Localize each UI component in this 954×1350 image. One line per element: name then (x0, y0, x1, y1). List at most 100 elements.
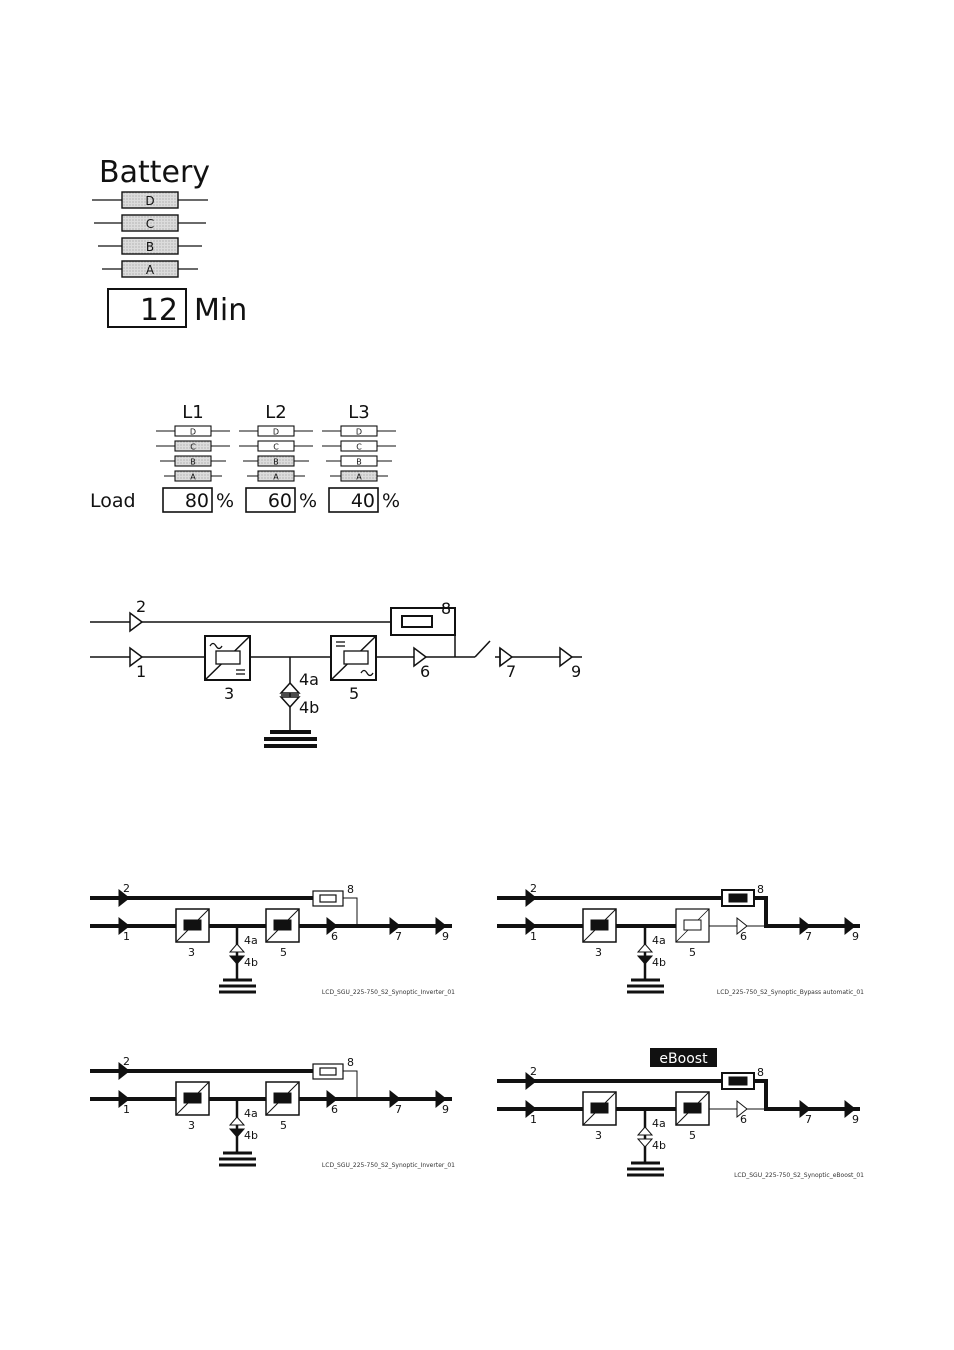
label-5: 5 (689, 1129, 696, 1142)
phase-name: L1 (182, 402, 203, 423)
label-4b: 4b (244, 956, 258, 969)
phase-unit: % (216, 490, 234, 512)
phase-level-b: B (190, 458, 196, 467)
label-2: 2 (123, 1055, 130, 1068)
phase-unit: % (299, 490, 317, 512)
label-3: 3 (188, 946, 195, 959)
label-6: 6 (420, 662, 430, 681)
label-7: 7 (395, 930, 402, 943)
synoptic-panel-bypass-automatic: 2 1 3 4a 4b 5 6 7 8 9 LCD_225-750_S2_Syn… (497, 882, 864, 996)
label-3: 3 (595, 946, 602, 959)
phase-level-d: D (273, 428, 279, 437)
maintenance-bypass-switch (474, 640, 491, 658)
label-7: 7 (395, 1103, 402, 1116)
label-2: 2 (123, 882, 130, 895)
battery-switch-4a (279, 681, 301, 694)
label-4b: 4b (299, 698, 319, 717)
phase-value: 60 (268, 490, 292, 512)
eboost-badge (650, 1048, 717, 1067)
label-8: 8 (757, 883, 764, 896)
phase-level-a: A (273, 473, 279, 482)
label-8: 8 (441, 599, 451, 618)
input-2-arrow (129, 611, 144, 633)
battery-bars: D C B A (92, 191, 208, 278)
synoptic-panel-inverter-1: 2 1 3 4a 4b 5 6 7 8 9 LCD_SGU_225-750_S2… (90, 882, 455, 996)
label-5: 5 (280, 946, 287, 959)
label-4b: 4b (652, 956, 666, 969)
panel-caption: LCD_SGU_225-750_S2_Synoptic_Inverter_01 (322, 989, 455, 996)
label-6: 6 (740, 930, 747, 943)
output-9-arrow (559, 646, 574, 668)
load-phase-l1: L1 D C B A 80 % (156, 402, 234, 513)
label-9: 9 (852, 1113, 859, 1126)
label-2: 2 (136, 597, 146, 616)
battery-title: Battery (99, 155, 210, 190)
battery-value-box (107, 288, 187, 328)
label-9: 9 (852, 930, 859, 943)
phase-level-a: A (356, 473, 362, 482)
label-6: 6 (331, 1103, 338, 1116)
label-4a: 4a (299, 670, 319, 689)
phase-level-b: B (273, 458, 279, 467)
label-8: 8 (347, 1056, 354, 1069)
label-6: 6 (331, 930, 338, 943)
label-5: 5 (280, 1119, 287, 1132)
phase-level-a: A (190, 473, 196, 482)
load-label: Load (90, 490, 136, 512)
battery-value: 12 (140, 293, 178, 328)
label-2: 2 (530, 1065, 537, 1078)
label-1: 1 (136, 662, 146, 681)
label-7: 7 (805, 930, 812, 943)
label-1: 1 (530, 930, 537, 943)
label-9: 9 (442, 1103, 449, 1116)
battery-level-b: B (146, 240, 154, 254)
output-6-arrow (413, 646, 428, 668)
phase-level-d: D (190, 428, 196, 437)
synoptic-main-labels: 2 1 3 4a 4b 5 6 7 8 9 (136, 597, 581, 717)
battery-bar-c: C (94, 214, 206, 232)
label-2: 2 (530, 882, 537, 895)
phase-level-c: C (356, 443, 362, 452)
label-3: 3 (595, 1129, 602, 1142)
battery-bar-b: B (98, 237, 202, 255)
label-5: 5 (349, 684, 359, 703)
label-6: 6 (740, 1113, 747, 1126)
load-widget: Load L1 D C B A 80 % L2 D (90, 402, 400, 513)
battery-switch-4b (279, 696, 301, 709)
panel-caption: LCD_225-750_S2_Synoptic_Bypass automatic… (717, 989, 864, 996)
phase-level-c: C (190, 443, 196, 452)
panel-caption: LCD_SGU_225-750_S2_Synoptic_Inverter_01 (322, 1162, 455, 1169)
load-phase-l2: L2 D C B A 60 % (239, 402, 317, 513)
battery-widget: Battery D C B A 12 (92, 155, 247, 328)
battery-bar-d: D (92, 191, 208, 209)
phase-value: 40 (351, 490, 375, 512)
battery-level-a: A (146, 263, 155, 277)
label-4b: 4b (244, 1129, 258, 1142)
phase-level-b: B (356, 458, 362, 467)
phase-name: L3 (348, 402, 369, 423)
input-1-arrow (129, 646, 144, 668)
battery-bar-a: A (102, 260, 198, 278)
label-8: 8 (757, 1066, 764, 1079)
battery-level-c: C (146, 217, 154, 231)
battery-ground-icon (264, 730, 317, 748)
battery-unit: Min (194, 293, 247, 328)
label-4b: 4b (652, 1139, 666, 1152)
synoptic-main (90, 607, 582, 748)
label-4a: 4a (652, 1117, 666, 1130)
label-7: 7 (506, 662, 516, 681)
label-4a: 4a (244, 934, 258, 947)
phase-level-d: D (356, 428, 362, 437)
label-5: 5 (689, 946, 696, 959)
phase-unit: % (382, 490, 400, 512)
load-phase-l3: L3 D C B A 40 % (322, 402, 400, 513)
label-9: 9 (571, 662, 581, 681)
label-1: 1 (123, 930, 130, 943)
label-1: 1 (123, 1103, 130, 1116)
label-3: 3 (224, 684, 234, 703)
label-1: 1 (530, 1113, 537, 1126)
label-8: 8 (347, 883, 354, 896)
battery-level-d: D (145, 194, 154, 208)
label-4a: 4a (244, 1107, 258, 1120)
